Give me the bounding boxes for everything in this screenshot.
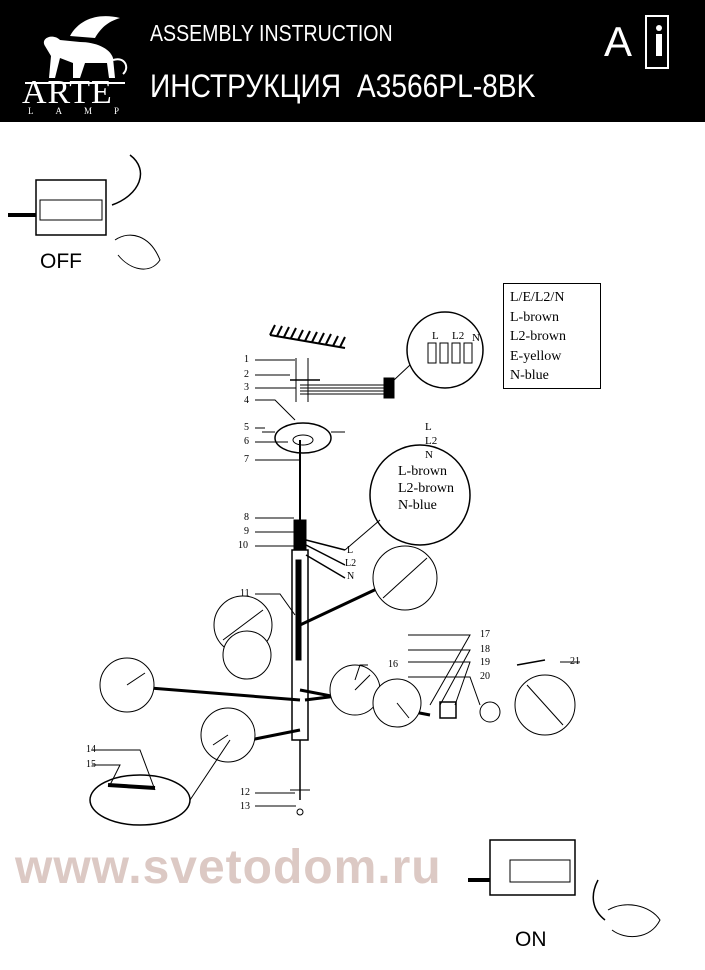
switch-off-illustration: [8, 154, 161, 270]
callout-line: N-blue: [398, 498, 437, 513]
part-number: 3: [244, 382, 249, 393]
legend-line: E-yellow: [510, 348, 562, 364]
model-number: A3566PL-8BK: [356, 68, 536, 104]
rod-terminal-label: L: [347, 545, 354, 556]
terminal-label: N: [472, 332, 480, 344]
winged-lion-logo: [25, 16, 128, 84]
language-code: A: [604, 18, 633, 65]
switch-on-label: ON: [515, 928, 547, 951]
rod-terminal-label: L2: [345, 558, 357, 569]
terminal-label: L: [432, 330, 439, 342]
part-number: 1: [244, 354, 249, 365]
instruction-book-icon: [645, 15, 669, 69]
legend-line: N-blue: [510, 368, 549, 383]
part-number: 10: [238, 540, 248, 551]
wire-terminal-label: L2: [425, 435, 438, 447]
part-number: 14: [86, 744, 96, 755]
brand-name: ARTE: [22, 74, 113, 111]
part-number: 21: [570, 656, 580, 667]
part-number: 7: [244, 454, 249, 465]
watermark: www.svetodom.ru: [15, 841, 442, 894]
switch-on-illustration: [468, 839, 661, 938]
brand-sub: LAMP: [28, 106, 142, 116]
part-number: 12: [240, 787, 250, 798]
legend-line: L-brown: [510, 309, 559, 325]
part-number: 11: [240, 588, 250, 599]
part-number: 2: [244, 369, 249, 380]
part-number: 6: [244, 436, 249, 447]
part-number: 5: [244, 422, 249, 433]
rod-terminal-label: N: [347, 571, 355, 582]
title-ru-row: ИНСТРУКЦИЯ A3566PL-8BK: [150, 68, 535, 105]
part-number: 4: [244, 395, 249, 406]
title-en: ASSEMBLY INSTRUCTION: [150, 20, 393, 46]
legend-line: L2-brown: [510, 329, 566, 344]
callout-line: L2-brown: [398, 481, 454, 496]
glass-shades: [99, 545, 576, 763]
part-number: 13: [240, 801, 250, 812]
terminal-block-callout: [406, 311, 484, 389]
legend-line: L/E/L2/N: [510, 290, 565, 305]
wire-callout-circle: [369, 444, 471, 546]
part-number: 16: [388, 659, 398, 670]
wire-callout-text: L-brown L2-brown N-blue: [398, 463, 454, 514]
ceiling-hatch: [269, 324, 346, 349]
part-number: 19: [480, 657, 490, 668]
wire-terminal-label: N: [425, 449, 433, 461]
wire-terminal-label: L: [425, 421, 432, 433]
switch-off-label: OFF: [40, 250, 82, 273]
header-band: ARTE LAMP ASSEMBLY INSTRUCTION ИНСТРУКЦИ…: [0, 0, 705, 122]
part-number: 18: [480, 644, 490, 655]
title-ru: ИНСТРУКЦИЯ: [150, 68, 342, 104]
wire-color-legend: L/E/L2/N L-brown L2-brown E-yellow N-blu…: [503, 283, 601, 389]
callout-line: L-brown: [398, 464, 447, 479]
part-number: 8: [244, 512, 249, 523]
part-number: 15: [86, 759, 96, 770]
part-number: 20: [480, 671, 490, 682]
part-number: 9: [244, 526, 249, 537]
terminal-label: L2: [452, 330, 465, 342]
part-number: 17: [480, 629, 490, 640]
